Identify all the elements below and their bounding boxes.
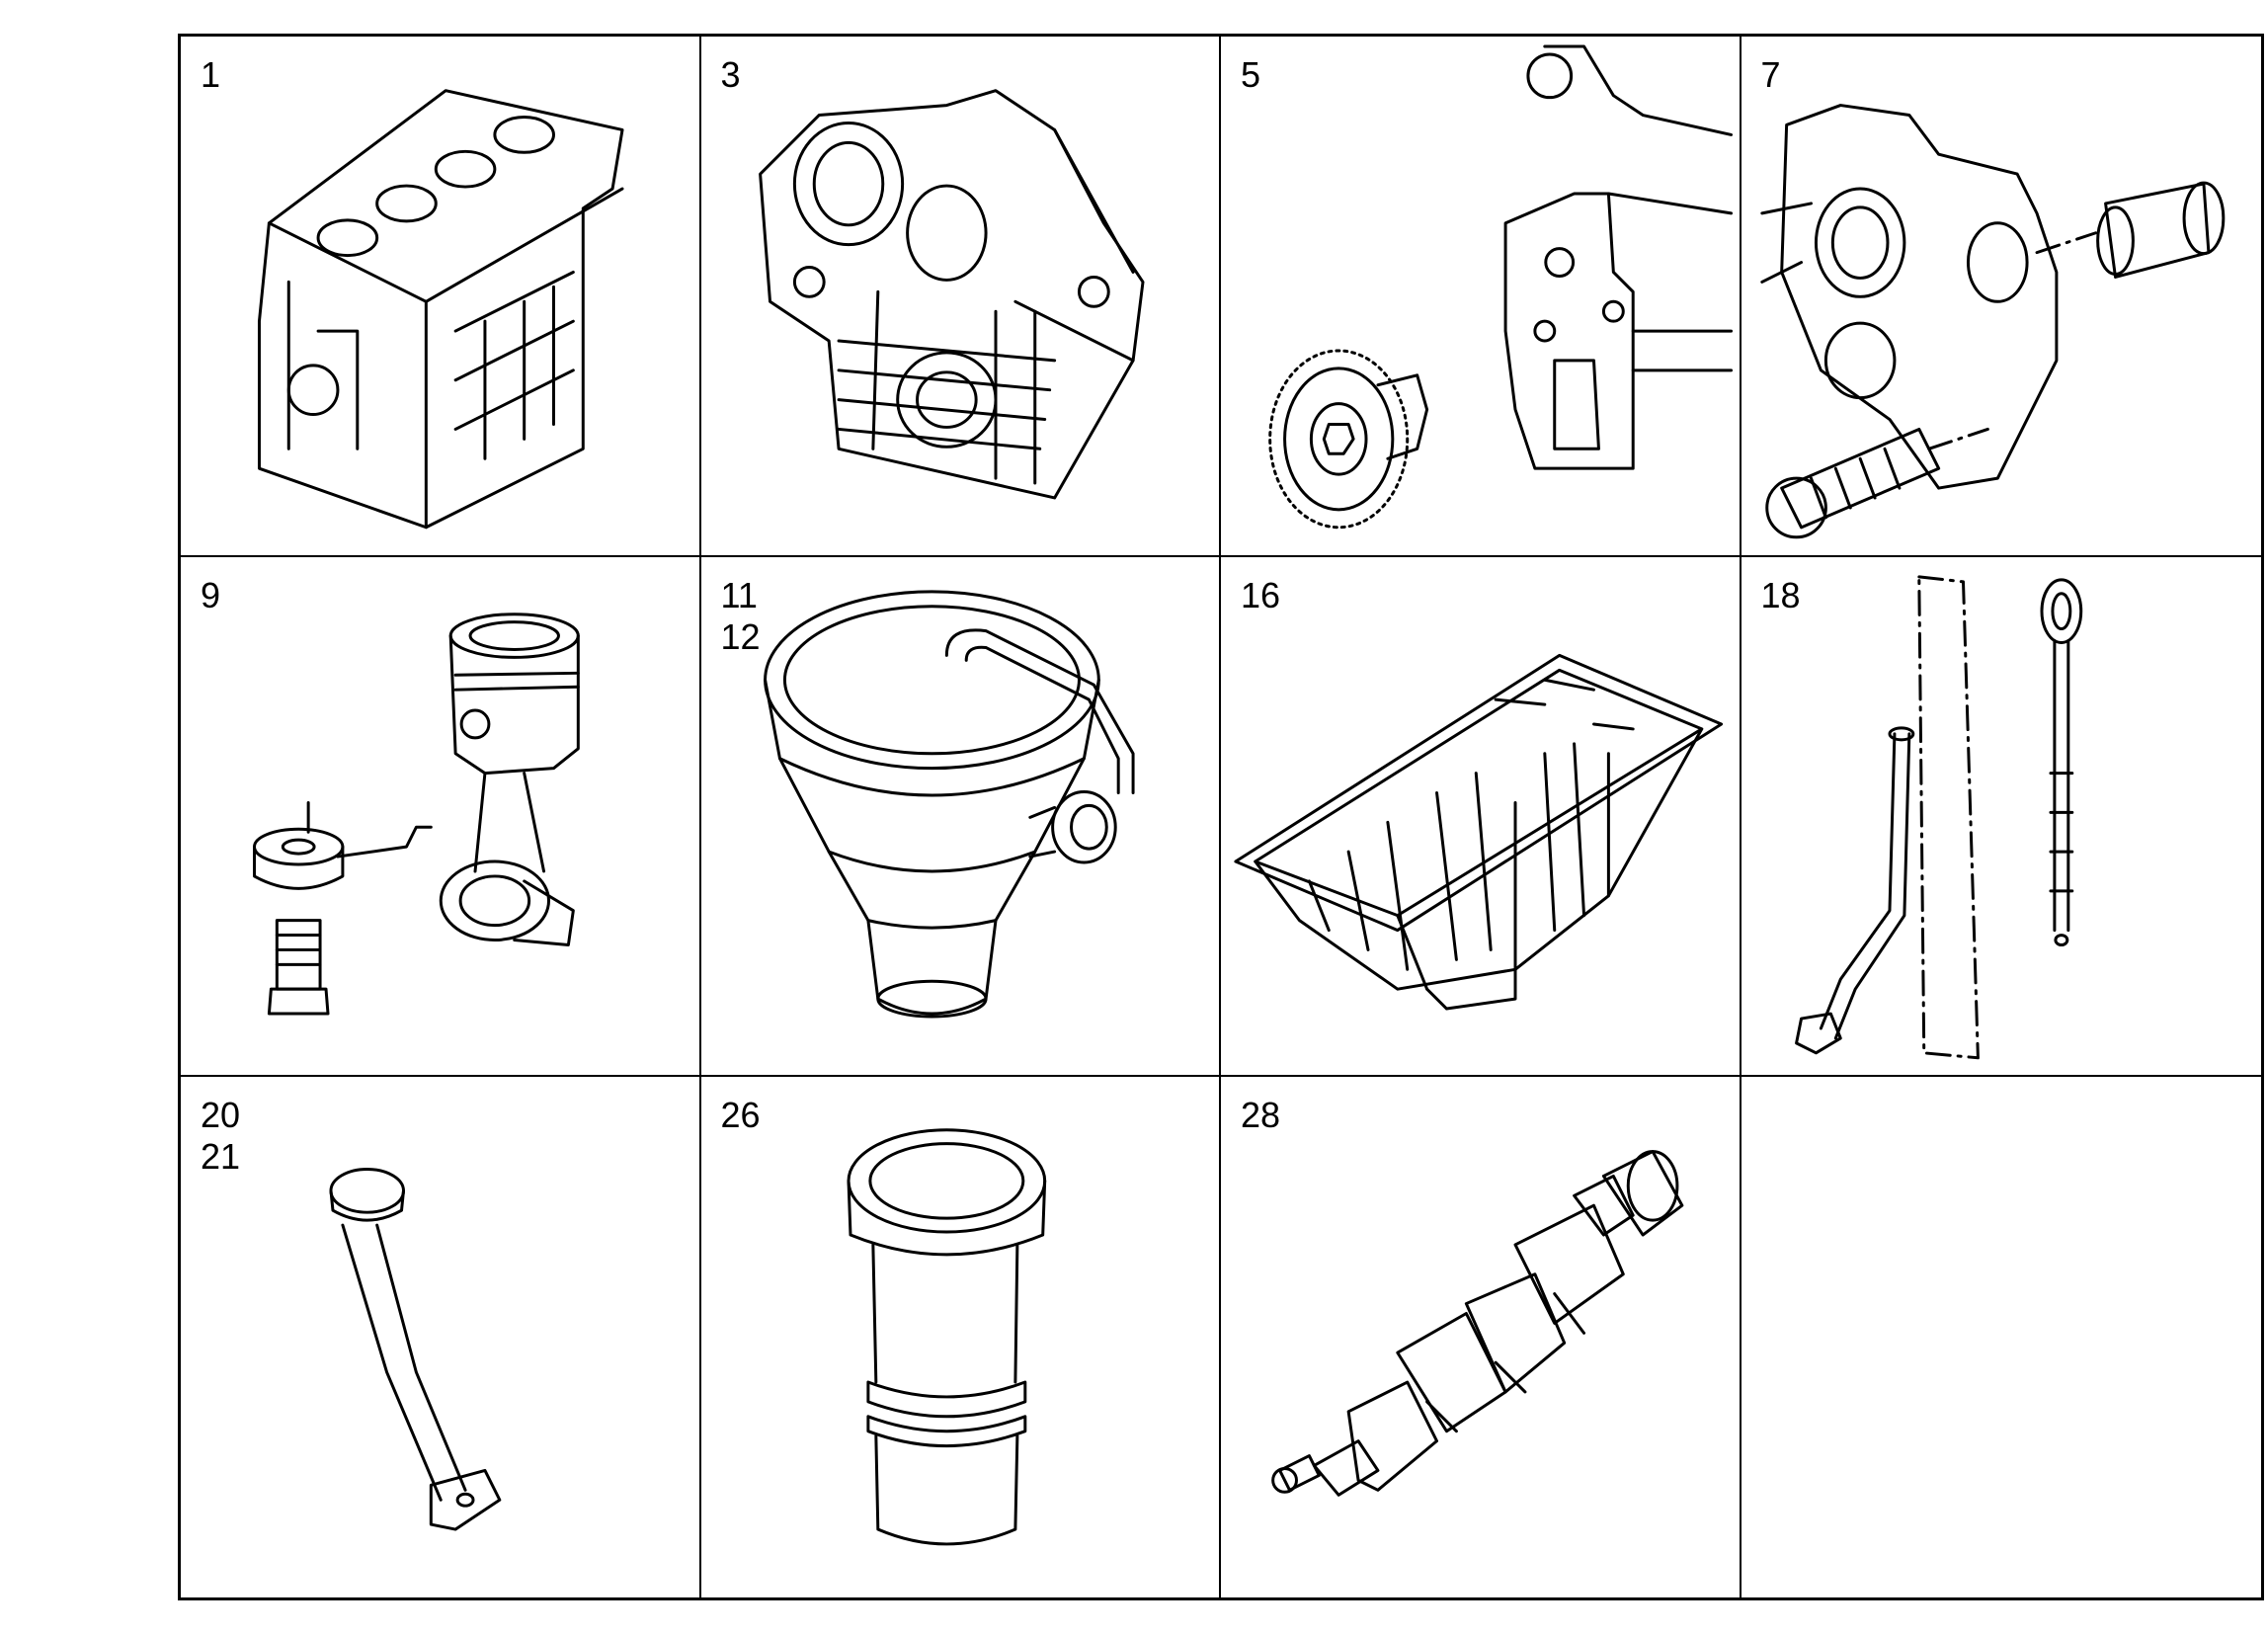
dipstick-illustration: [1794, 575, 2082, 1059]
gear-and-housing-illustration: [1268, 44, 1734, 530]
callout-label: 16: [1241, 574, 1281, 615]
cell-dipstick: 18: [1741, 557, 2261, 1078]
cell-gear-and-housing: 5: [1221, 37, 1742, 557]
callout-label: 7: [1760, 54, 1781, 95]
callout-label: 11 12: [720, 574, 761, 657]
cell-oil-pan: 16: [1221, 556, 1742, 1078]
cell-engine-block: 1: [181, 37, 701, 557]
parts-diagram-grid: 1 3: [178, 34, 2264, 1600]
cell-empty: [1742, 1077, 2262, 1597]
callout-label: 1: [201, 54, 221, 95]
oil-pan-illustration: [1234, 653, 1724, 1011]
cell-oil-strainer: 11 12: [700, 556, 1221, 1078]
filler-tube-illustration: [329, 1168, 502, 1531]
cell-front-cover: 7: [1741, 37, 2261, 557]
callout-label: 18: [1760, 574, 1801, 615]
callout-label: 26: [720, 1095, 761, 1136]
crankshaft-illustration: [1271, 1150, 1684, 1498]
cell-filler-tube: 20 21: [181, 1077, 701, 1597]
oil-strainer-illustration: [763, 590, 1135, 1019]
cell-cylinder-liner: 26: [701, 1077, 1221, 1597]
cell-piston-rod: 9: [181, 556, 701, 1078]
cylinder-liner-illustration: [847, 1128, 1046, 1546]
callout-label: 3: [720, 54, 741, 95]
piston-rod-illustration: [253, 612, 580, 1016]
callout-label: 28: [1241, 1095, 1281, 1136]
engine-block-illustration: [257, 89, 624, 530]
front-cover-illustration: [1759, 104, 2225, 539]
cell-timing-case: 3: [700, 37, 1221, 557]
callout-label: 20 21: [201, 1095, 241, 1178]
callout-label: 5: [1241, 54, 1261, 95]
cell-crankshaft: 28: [1221, 1077, 1742, 1597]
callout-label: 9: [201, 574, 221, 615]
timing-case-illustration: [758, 89, 1145, 500]
